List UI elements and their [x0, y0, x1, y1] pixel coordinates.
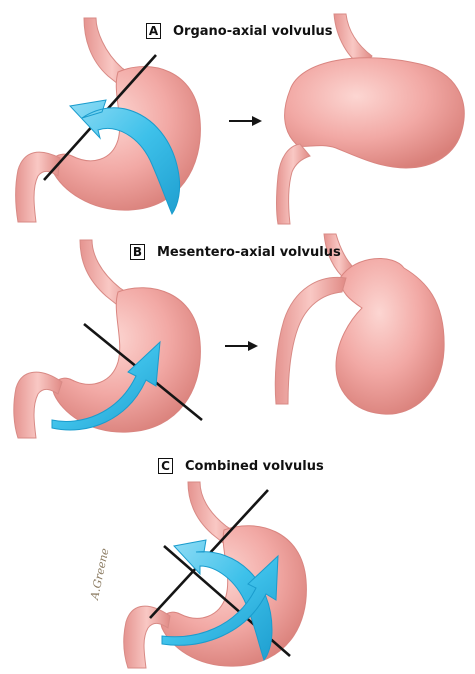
panel-a-letter: A: [146, 23, 161, 39]
panel-a-rotation-arrow-icon: [68, 99, 181, 216]
panel-a-rotated-stomach: [276, 13, 465, 225]
panel-b-letter: B: [130, 244, 145, 260]
panel-b-heading: B Mesentero-axial volvulus: [130, 244, 341, 260]
panel-b-normal-stomach: [13, 239, 201, 439]
panel-b-rotation-arrow-icon: [51, 340, 161, 431]
panel-b-rotated-stomach: [274, 233, 445, 415]
panel-c-title: Combined volvulus: [185, 458, 324, 474]
panel-c-rotation-arrow-icon-2: [161, 554, 279, 646]
panel-c-stomach: [123, 481, 307, 669]
panel-a-title: Organo-axial volvulus: [173, 23, 333, 39]
panel-b-title: Mesentero-axial volvulus: [157, 244, 341, 260]
panel-b-right-arrow-icon: [225, 341, 258, 351]
panel-a-right-arrow-icon: [229, 116, 262, 126]
panel-c-letter: C: [158, 458, 173, 474]
panel-c-heading: C Combined volvulus: [158, 458, 324, 474]
panel-a-heading: A Organo-axial volvulus: [146, 23, 333, 39]
